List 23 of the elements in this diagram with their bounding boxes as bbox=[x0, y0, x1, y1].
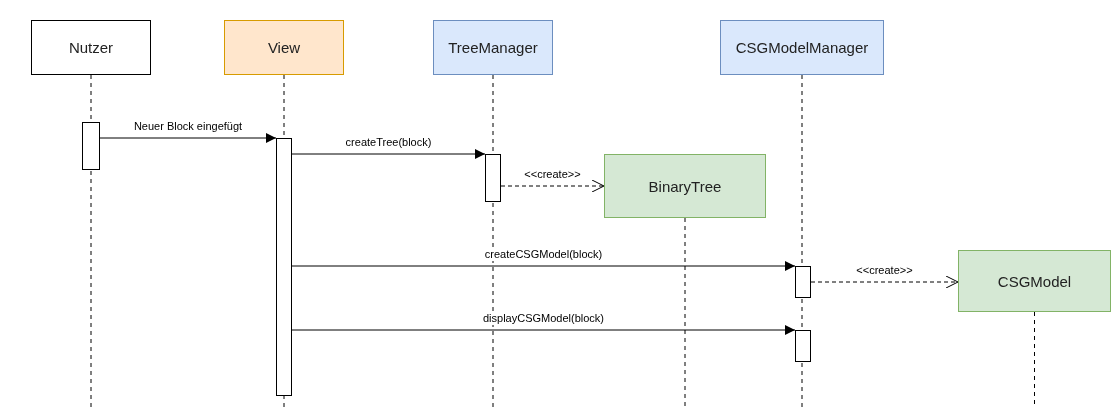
message-arrow bbox=[291, 261, 796, 271]
lifeline-head: TreeManager bbox=[433, 20, 553, 75]
edge-label: Neuer Block eingefügt bbox=[132, 120, 244, 133]
dashed-arrow bbox=[810, 275, 959, 289]
activation-bar bbox=[795, 330, 811, 362]
lifeline-head: CSGModel bbox=[958, 250, 1111, 312]
activation-bar bbox=[485, 154, 501, 202]
lifeline-head: Nutzer bbox=[31, 20, 151, 75]
lifeline-head: CSGModelManager bbox=[720, 20, 884, 75]
message-arrow bbox=[291, 149, 486, 159]
message-arrow bbox=[99, 133, 277, 143]
message-arrow bbox=[291, 325, 796, 335]
lifeline-head: BinaryTree bbox=[604, 154, 766, 218]
edge-label: displayCSGModel(block) bbox=[482, 312, 605, 325]
edge-label: createCSGModel(block) bbox=[483, 248, 604, 261]
activation-bar bbox=[82, 122, 100, 170]
dashed-arrow bbox=[500, 179, 605, 193]
edge-label: createTree(block) bbox=[344, 136, 433, 149]
activation-bar bbox=[795, 266, 811, 298]
lifeline-head: View bbox=[224, 20, 344, 75]
activation-bar bbox=[276, 138, 292, 396]
edge-label: <<create>> bbox=[523, 168, 582, 181]
edge-label: <<create>> bbox=[855, 264, 914, 277]
